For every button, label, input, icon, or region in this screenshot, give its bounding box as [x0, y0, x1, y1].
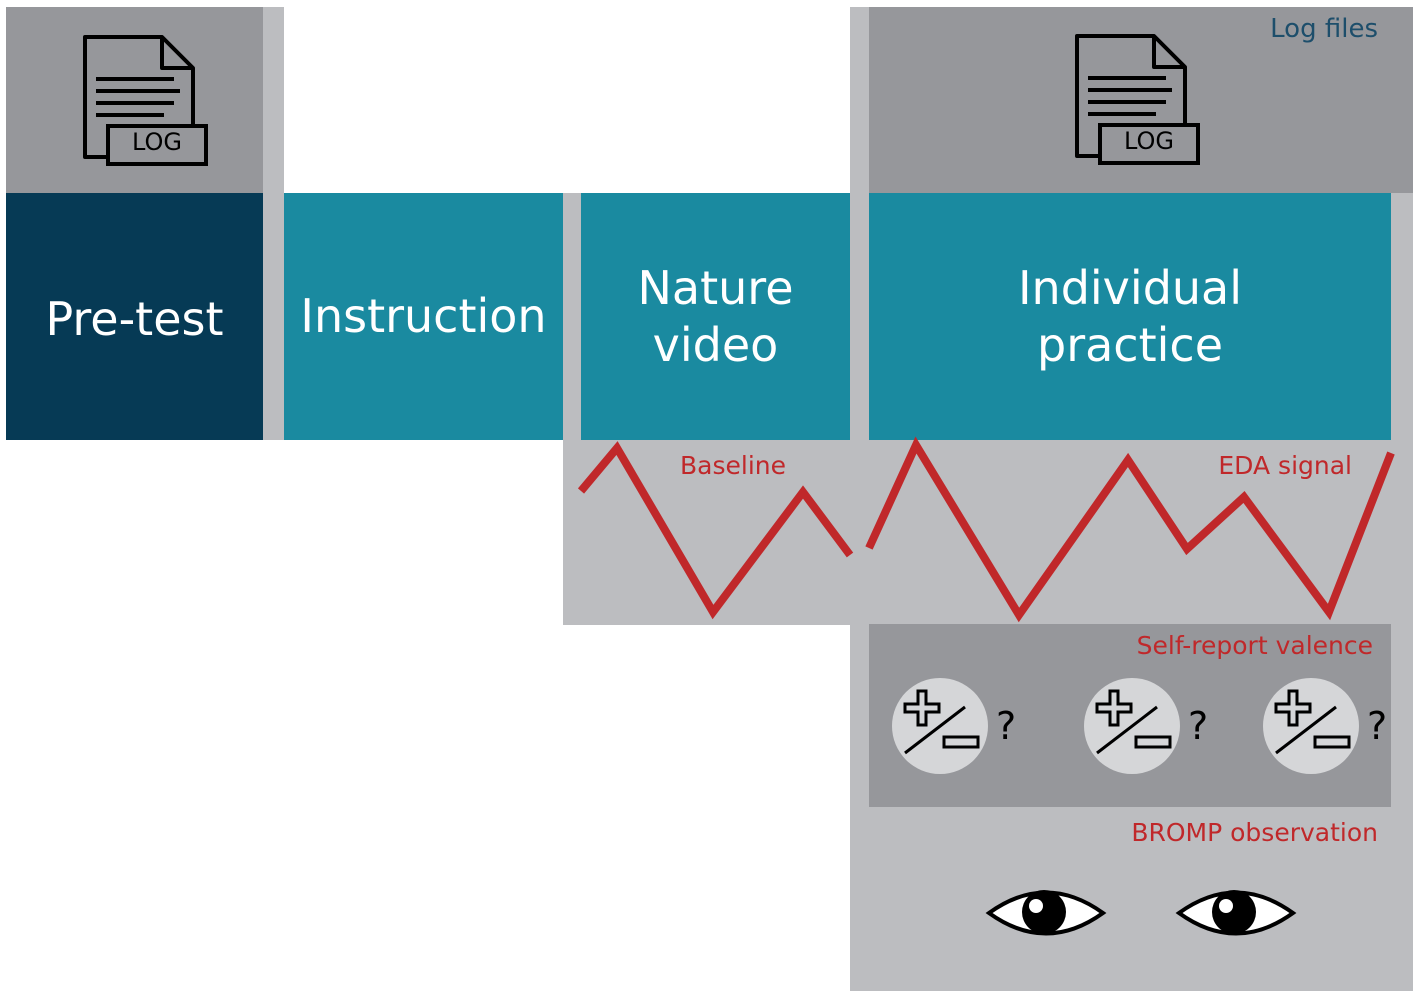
- eye-icon: [985, 886, 1107, 940]
- baseline-label: Baseline: [680, 451, 786, 480]
- question-mark: ?: [1188, 704, 1209, 748]
- eda-signal-label: EDA signal: [1218, 451, 1352, 480]
- valence-plus-minus-icon: [891, 677, 991, 777]
- question-mark: ?: [1367, 704, 1388, 748]
- valence-plus-minus-icon: [1083, 677, 1183, 777]
- valence-plus-minus-icon: [1262, 677, 1362, 777]
- bromp-observation-label: BROMP observation: [1131, 818, 1378, 847]
- log-file-icon: LOG: [1074, 34, 1202, 166]
- log-files-label: Log files: [1270, 14, 1378, 44]
- phase-nature-video: Nature video: [581, 193, 850, 440]
- log-file-icon: LOG: [82, 35, 210, 167]
- question-mark: ?: [996, 704, 1017, 748]
- self-report-valence-label: Self-report valence: [1136, 631, 1373, 660]
- phase-instruction: Instruction: [284, 193, 563, 440]
- phase-individual-practice: Individual practice: [869, 193, 1391, 440]
- eye-icon: [1175, 886, 1297, 940]
- pretest-separator: [263, 7, 284, 440]
- log-icon-text: LOG: [131, 128, 182, 156]
- log-icon-text: LOG: [1123, 127, 1174, 155]
- phase-pretest: Pre-test: [6, 193, 263, 440]
